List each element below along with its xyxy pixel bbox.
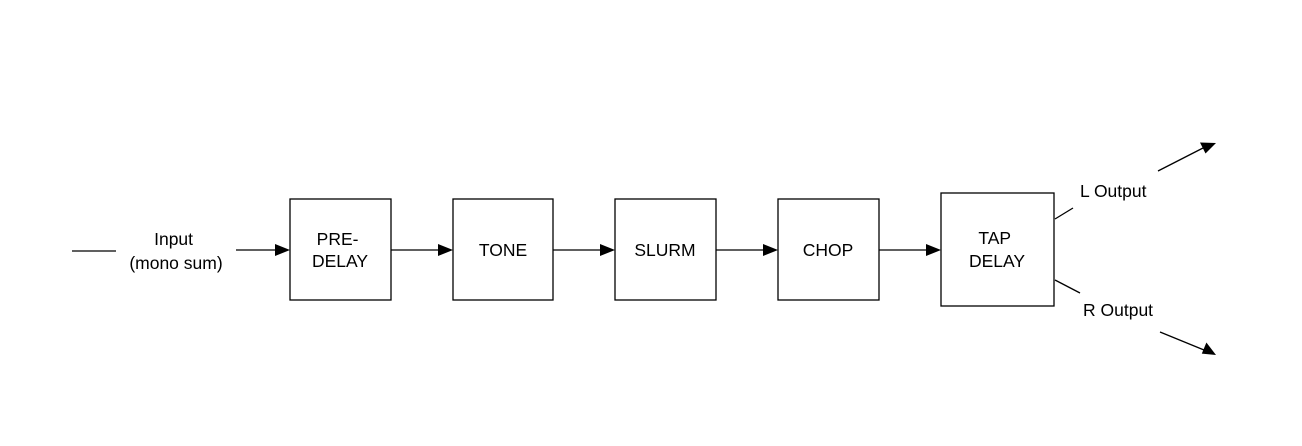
block-tone-label: TONE — [479, 240, 527, 260]
block-slurm: SLURM — [614, 198, 717, 301]
arrowhead-pre-delay-to-tone — [438, 244, 453, 256]
input-label-line-2: (mono sum) — [129, 253, 222, 273]
block-pre-delay: PRE- DELAY — [289, 198, 392, 301]
block-pre-delay-label: PRE- DELAY — [312, 229, 368, 271]
input-label-line-1: Input — [154, 229, 193, 249]
block-pre-delay-label-line-1: PRE- — [317, 229, 359, 249]
block-tap-delay-label: TAP DELAY — [969, 228, 1025, 271]
right-output-arrowhead — [1201, 342, 1216, 355]
block-tap-delay-label-line-2: DELAY — [969, 251, 1025, 271]
left-output-arrow — [1157, 147, 1204, 172]
block-pre-delay-box — [289, 198, 392, 301]
block-tone-label-line-1: TONE — [479, 240, 527, 260]
arrowhead-input-to-pre-delay — [275, 244, 290, 256]
arrowhead-tone-to-slurm — [600, 244, 615, 256]
block-tap-delay: TAP DELAY — [940, 192, 1055, 307]
left-output-stub — [1054, 207, 1074, 220]
block-tone: TONE — [452, 198, 554, 301]
right-output-arrow — [1159, 331, 1205, 351]
block-chop-label-line-1: CHOP — [803, 240, 854, 260]
block-slurm-label-line-1: SLURM — [634, 240, 695, 260]
right-output-stub — [1054, 279, 1081, 294]
block-slurm-label: SLURM — [634, 240, 695, 260]
left-output-arrowhead — [1200, 142, 1216, 154]
block-chop-label: CHOP — [803, 240, 854, 260]
left-output-label: L Output — [1080, 181, 1147, 201]
block-chop-box — [777, 198, 880, 301]
block-slurm-box — [614, 198, 717, 301]
block-pre-delay-label-line-2: DELAY — [312, 251, 368, 271]
arrowhead-chop-to-tap-delay — [926, 244, 941, 256]
arrowhead-slurm-to-chop — [763, 244, 778, 256]
block-tap-delay-box — [940, 192, 1055, 307]
input-label: Input (mono sum) — [129, 229, 222, 273]
right-output-label: R Output — [1083, 300, 1153, 320]
block-chop: CHOP — [777, 198, 880, 301]
block-tone-box — [452, 198, 554, 301]
block-tap-delay-label-line-1: TAP — [978, 228, 1010, 248]
